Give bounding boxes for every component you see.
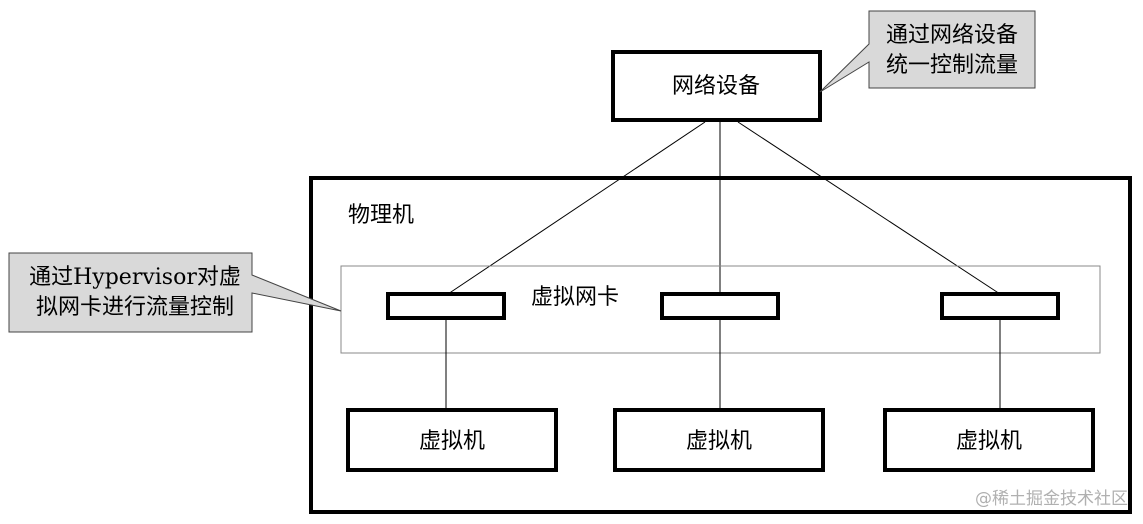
network-device-box [611,50,822,122]
watermark-text: @稀土掘金技术社区 [975,489,1128,509]
virtual-nic-group-label: 虚拟网卡 [531,285,619,310]
virtual-nic-2 [660,292,780,320]
link-network-to-nic-1 [447,121,706,295]
network-callout-line-2: 统一控制流量 [886,53,1018,78]
virtual-machine-3-label: 虚拟机 [956,429,1022,454]
virtual-nic-1 [386,292,506,320]
virtual-machine-2-box [613,408,825,472]
virtual-nic-3 [940,292,1060,320]
virtual-machine-1-box [346,408,558,472]
network-device-label: 网络设备 [672,74,760,99]
virtual-machine-3-box [883,408,1095,472]
network-callout-bubble [819,10,1036,93]
physical-machine-label: 物理机 [348,203,414,228]
virtual-machine-2-label: 虚拟机 [686,429,752,454]
hypervisor-callout-line-2: 拟网卡进行流量控制 [36,295,234,320]
hypervisor-callout-line-1: 通过Hypervisor对虚 [29,265,241,290]
physical-machine-box [309,176,1132,514]
hypervisor-callout-bubble [8,252,342,333]
virtual-machine-1-label: 虚拟机 [419,429,485,454]
link-network-to-nic-3 [737,121,1001,295]
network-callout-line-1: 通过网络设备 [886,23,1018,48]
